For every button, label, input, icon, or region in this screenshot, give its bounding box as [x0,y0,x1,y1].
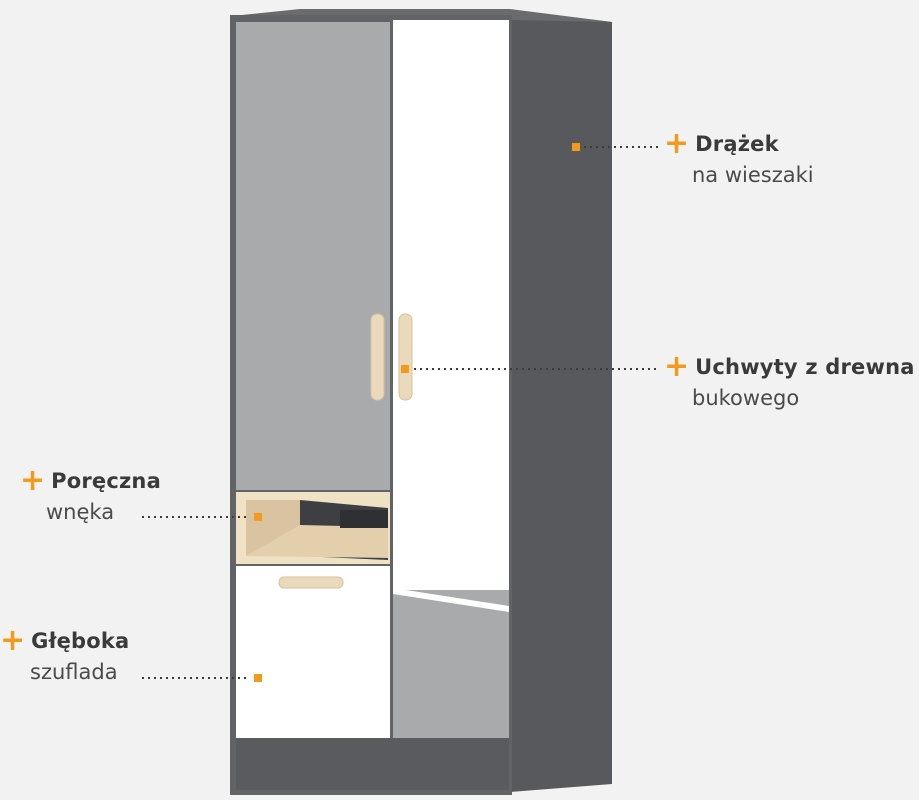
lower-right-panel-top-edge [393,588,509,612]
callout-uchwyty: + Uchwyty z drewna bukowego [664,349,915,411]
plus-icon: + [664,126,690,161]
drawer-handle [278,576,344,589]
callout-title: Głęboka [31,629,130,653]
callout-subtitle: na wieszaki [692,163,814,187]
marker-gleboka [254,674,262,682]
callout-subtitle: szuflada [30,660,118,684]
left-door [236,22,390,490]
wardrobe-side-panel [510,10,612,792]
right-door-handle [398,313,413,401]
callout-title: Poręczna [51,469,161,493]
callout-drazek: + Drążek na wieszaki [664,126,814,188]
marker-uchwyty [401,365,409,373]
plus-icon: + [20,463,46,498]
plus-icon: + [0,623,26,658]
leader-gleboka [142,674,262,682]
leader-poreczna [142,513,262,521]
niche-opening-shadow [340,510,388,528]
wardrobe-plinth [236,738,509,790]
right-door [393,20,509,610]
leader-drazek [572,143,660,151]
callout-subtitle: wnęka [46,500,115,524]
callout-title: Drążek [695,132,779,156]
callout-subtitle: bukowego [692,386,800,410]
drawer-front [236,566,390,738]
callout-gleboka: + Głęboka szuflada [0,623,130,685]
left-door-handle [370,313,385,401]
marker-poreczna [254,513,262,521]
niche-floor [246,525,388,558]
lower-right-panel [393,590,509,738]
marker-drazek [572,143,580,151]
plus-icon: + [664,349,690,384]
callout-poreczna: + Poręczna wnęka [20,463,161,525]
leader-uchwyty [401,365,660,373]
callout-title: Uchwyty z drewna [695,355,915,379]
